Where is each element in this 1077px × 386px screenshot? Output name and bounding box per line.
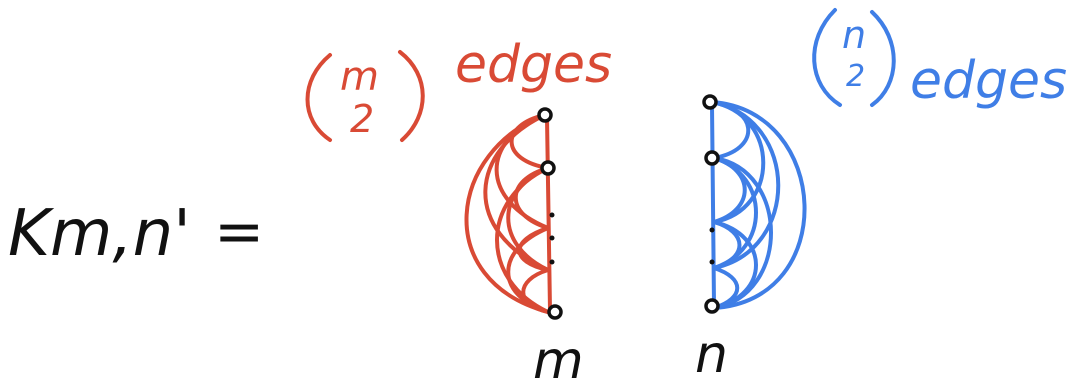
blue-annotation: n 2 edges	[812, 8, 1067, 111]
vertex	[704, 150, 720, 166]
vertex	[537, 107, 553, 123]
graph-name-label: Km,n'	[8, 197, 191, 271]
vertex	[540, 160, 556, 176]
right-ellipsis	[709, 227, 715, 265]
blue-edge	[712, 220, 742, 270]
red-annotation: m 2 edges	[305, 35, 612, 142]
blue-edge	[710, 100, 751, 160]
red-binom-top: m	[340, 54, 379, 100]
left-ellipsis	[549, 212, 555, 265]
red-close-paren	[398, 50, 425, 142]
red-edge	[513, 166, 550, 230]
right-column-label: n	[695, 325, 728, 385]
red-edge	[517, 226, 550, 272]
blue-close-paren	[870, 10, 896, 107]
blue-binom-top: n	[842, 13, 866, 57]
blue-open-paren	[812, 8, 842, 107]
blue-edge	[710, 100, 807, 310]
right-vertices	[702, 94, 720, 314]
blue-edge	[712, 156, 747, 224]
red-edge	[506, 166, 550, 272]
blue-edge	[712, 266, 740, 310]
red-binom-bottom: 2	[350, 97, 374, 141]
ellipsis-dot	[549, 259, 555, 265]
ellipsis-dot	[709, 259, 715, 265]
equals-sign: =	[214, 197, 264, 267]
red-edges-word: edges	[455, 35, 612, 95]
blue-binom-bottom: 2	[846, 59, 865, 94]
vertex	[702, 94, 718, 110]
blue-edges-word: edges	[910, 51, 1067, 111]
ellipsis-dot	[549, 212, 555, 218]
red-edge	[545, 116, 552, 312]
red-open-paren	[305, 53, 332, 142]
left-column-label: m	[533, 331, 584, 386]
blue-edge	[710, 103, 716, 307]
blue-clique-edges	[710, 100, 807, 310]
vertex	[547, 304, 563, 320]
ellipsis-dot	[709, 227, 715, 233]
red-edge	[521, 268, 550, 314]
ellipsis-dot	[549, 235, 555, 241]
left-vertices	[537, 107, 563, 320]
vertex	[704, 298, 720, 314]
red-edge	[509, 113, 550, 170]
red-clique-edges	[464, 113, 552, 314]
